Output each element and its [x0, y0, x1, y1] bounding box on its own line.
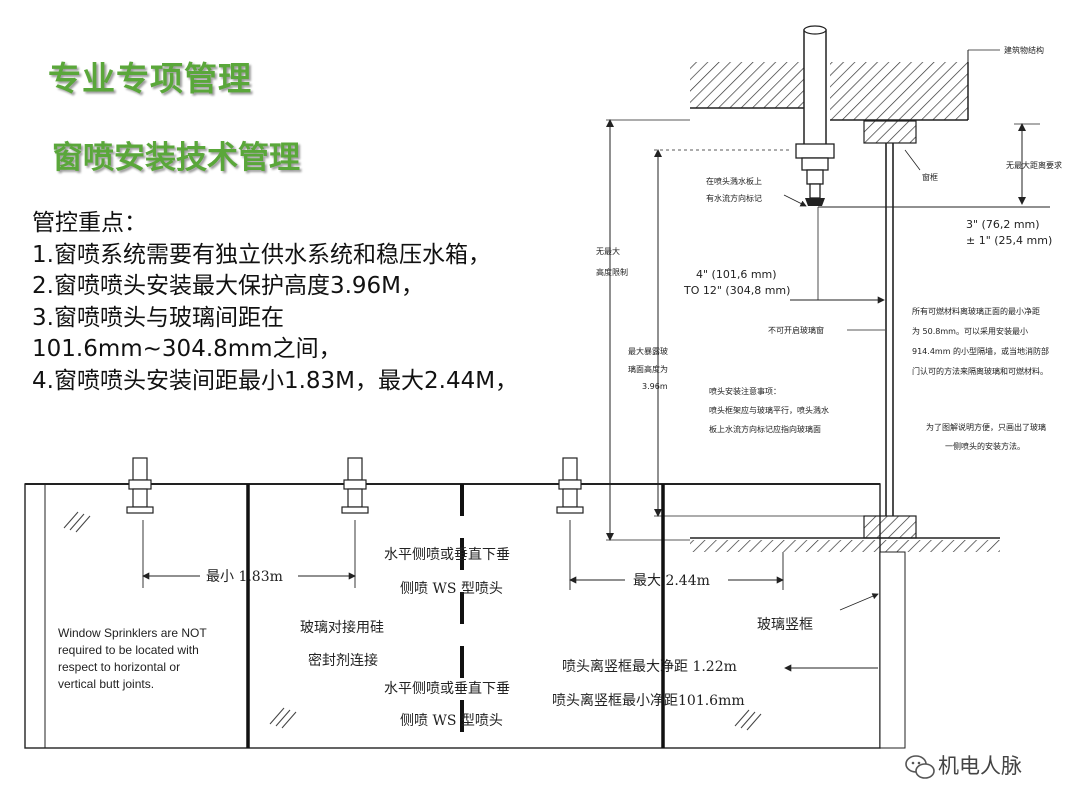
sprinkler-type-label-2: 水平侧喷或垂直下垂	[384, 681, 510, 697]
english-note: Window Sprinklers are NOT	[58, 626, 207, 640]
english-note: respect to horizontal or	[58, 660, 181, 674]
key-point-line: 2.窗喷喷头安装最大保护高度3.96M，	[32, 273, 424, 299]
min-spacing-label: 最小 1.83m	[206, 569, 283, 585]
max-exposed-label: 璃面高度为	[628, 365, 668, 374]
dim-25-label: ± 1" (25,4 mm)	[966, 234, 1053, 247]
no-max-height-label: 高度限制	[596, 268, 628, 277]
building-structure-label: 建筑物结构	[1004, 46, 1044, 55]
watermark-text: 机电人脉	[938, 754, 1022, 778]
combustible-note: 为 50.8mm。可以采用安装最小	[912, 327, 1028, 336]
english-note: required to be located with	[58, 643, 199, 657]
page-title: 专业专项管理	[48, 59, 252, 98]
combustible-note: 所有可燃材料离玻璃正面的最小净距	[912, 307, 1040, 316]
install-note: 板上水流方向标记应指向玻璃面	[709, 425, 821, 434]
plan-sprinkler-head-1	[126, 457, 154, 514]
key-points: 管控重点： 1.窗喷系统需要有独立供水系统和稳压水箱， 2.窗喷喷头安装最大保护…	[32, 208, 518, 397]
butt-joint-label: 密封剂连接	[308, 653, 378, 669]
key-point-line: 3.窗喷喷头与玻璃间距在	[32, 304, 284, 331]
english-note: vertical butt joints.	[58, 677, 155, 691]
section-sprinkler-head	[795, 143, 835, 206]
mullions	[246, 484, 665, 748]
sprinkler-type-label-2: 侧喷 WS 型喷头	[400, 713, 503, 729]
max-clearance-label: 喷头离竖框最大净距 1.22m	[562, 659, 737, 675]
key-points-heading: 管控重点：	[32, 210, 147, 236]
glass-pane-section	[885, 143, 894, 516]
window-plan-outline	[24, 483, 906, 749]
no-max-distance-label: 无最大距离要求	[1006, 161, 1062, 170]
riser-pipe	[803, 25, 827, 146]
illustration-note: 为了图解说明方便，只画出了玻璃	[926, 423, 1046, 432]
upper-window-frame	[863, 120, 917, 144]
min-clearance-label: 喷头离竖框最小净距101.6mm	[552, 693, 745, 709]
window-frame-label: 窗框	[922, 173, 938, 182]
key-point-line: 101.6mm~304.8mm之间，	[32, 336, 342, 362]
combustible-note: 门认可的方法来隔离玻璃和可燃材料。	[912, 367, 1048, 376]
install-note: 喷头安装注意事项：	[709, 387, 781, 396]
key-point-line: 4.窗喷喷头安装间距最小1.83M，最大2.44M，	[32, 367, 519, 394]
dim-101-label: TO 12" (304,8 mm)	[684, 284, 791, 297]
page-subtitle: 窗喷安装技术管理	[52, 140, 300, 176]
butt-joint-label: 玻璃对接用硅	[300, 620, 384, 636]
dimension-lines	[606, 119, 1050, 541]
install-note: 喷头框架应与玻璃平行，喷头溅水	[709, 406, 829, 415]
no-max-height-label: 无最大	[596, 247, 620, 256]
leader-lines	[783, 49, 1000, 331]
plan-sprinkler-head-3	[556, 457, 584, 514]
dim-101-label: 4" (101,6 mm)	[696, 268, 777, 281]
floor-slab	[690, 537, 1000, 552]
max-spacing-label: 最大 2.44m	[633, 573, 710, 589]
mullion-label: 玻璃竖框	[757, 617, 813, 633]
combustible-note: 914.4mm 的小型隔墙，或当地消防部	[912, 347, 1050, 356]
max-exposed-label: 最大暴露玻	[628, 347, 668, 356]
sprinkler-type-label: 水平侧喷或垂直下垂	[384, 547, 510, 563]
deflector-mark-label: 有水流方向标记	[706, 194, 762, 203]
glass-reflection-marks	[63, 511, 762, 731]
wechat-icon	[905, 755, 935, 779]
dim-76-label: 3" (76,2 mm)	[966, 218, 1040, 231]
deflector-mark-label: 在喷头溅水板上	[706, 177, 762, 186]
plan-sprinkler-head-2	[341, 457, 369, 514]
ceiling-structure	[690, 50, 969, 121]
lower-window-frame	[863, 515, 917, 539]
plan-dimensions	[142, 520, 879, 672]
max-exposed-label: 3.96m	[642, 382, 668, 391]
non-opening-window-label: 不可开启玻璃窗	[768, 326, 824, 335]
sprinkler-type-label: 侧喷 WS 型喷头	[400, 581, 503, 597]
illustration-note: 一侧喷头的安装方法。	[945, 442, 1025, 451]
key-point-line: 1.窗喷系统需要有独立供水系统和稳压水箱，	[32, 241, 491, 268]
